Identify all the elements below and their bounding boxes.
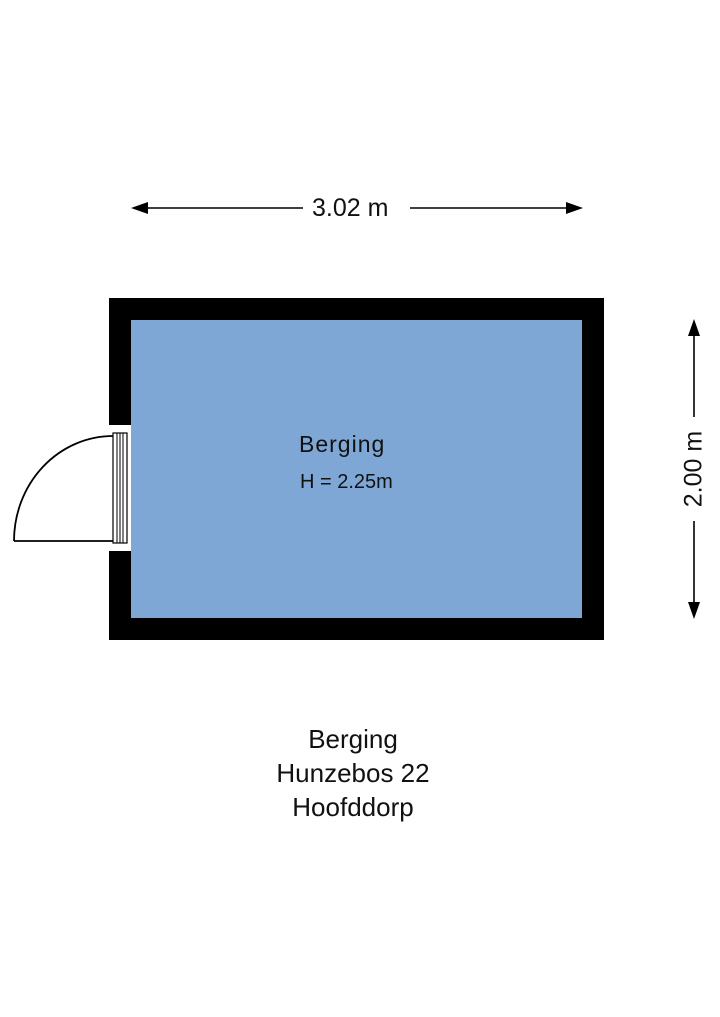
door-icon xyxy=(13,432,128,544)
width-dimension-label: 3.02 m xyxy=(306,196,395,221)
width-dimension-line xyxy=(131,202,583,214)
arrow-right-icon xyxy=(566,202,583,214)
caption-city: Hoofddorp xyxy=(292,792,414,822)
caption-address: Hunzebos 22 xyxy=(276,758,430,788)
caption-title: Berging xyxy=(308,724,398,754)
height-dimension-line xyxy=(688,319,700,619)
height-dimension-label: 2.00 m xyxy=(680,424,708,514)
room-ceiling-height: H = 2.25m xyxy=(300,471,393,493)
arrow-up-icon xyxy=(688,319,700,336)
walls xyxy=(109,298,604,640)
arrow-left-icon xyxy=(131,202,148,214)
arrow-down-icon xyxy=(688,602,700,619)
room-name-label: Berging xyxy=(299,431,386,457)
room-floor xyxy=(131,320,582,618)
caption: Berging Hunzebos 22 Hoofddorp xyxy=(153,722,553,824)
